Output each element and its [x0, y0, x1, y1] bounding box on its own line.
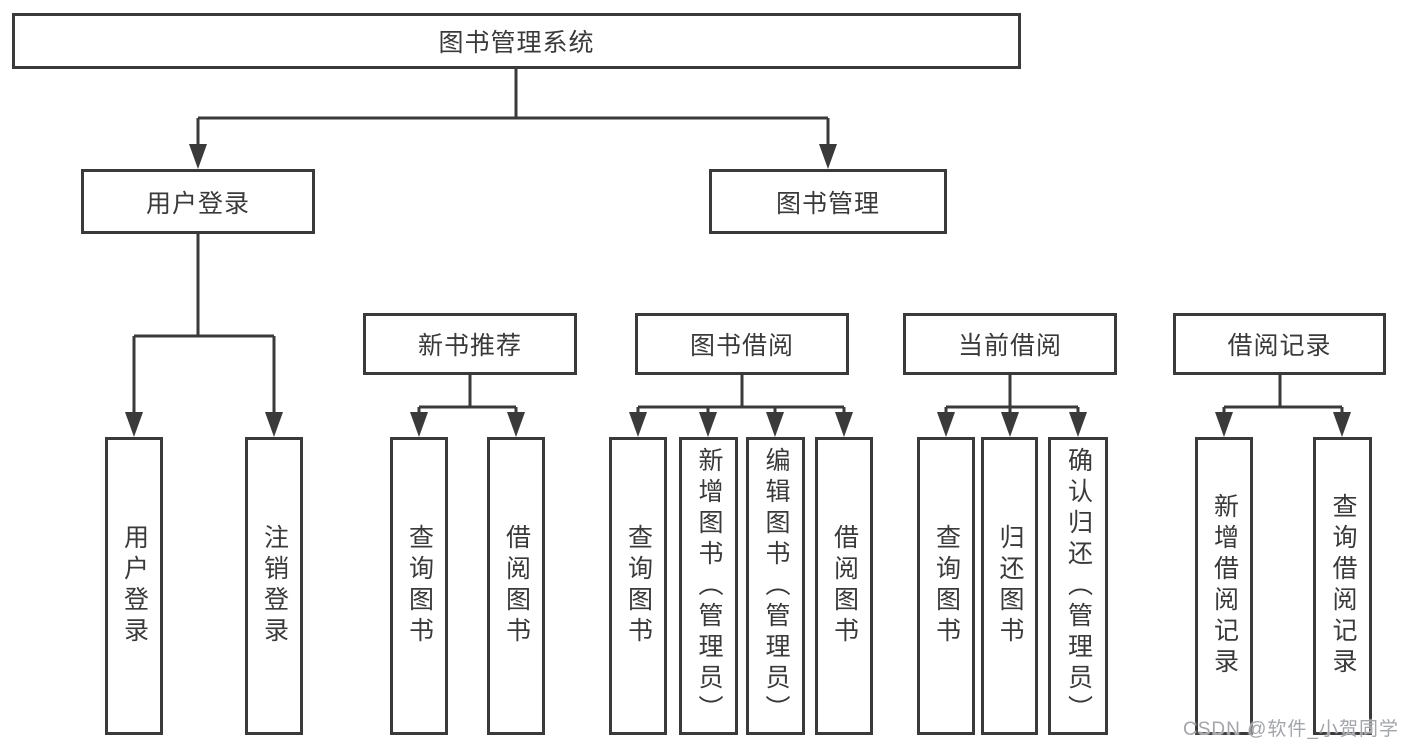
csdn-watermark: CSDN @软件_小贺同学	[1183, 719, 1399, 740]
node-label: 查询图书	[932, 524, 961, 648]
arrowheads	[125, 144, 1351, 437]
node-label: 查询借阅记录	[1329, 493, 1357, 679]
node-label: 当前借阅	[957, 332, 1062, 360]
leaf-borrow-books-recommend: 借阅图书	[487, 437, 545, 735]
node-label: 新增借阅记录	[1210, 493, 1239, 679]
node-current-borrowing: 当前借阅	[903, 313, 1117, 375]
node-label: 新书推荐	[417, 332, 522, 360]
leaf-query-borrow-record: 查询借阅记录	[1313, 437, 1372, 735]
leaf-confirm-return-admin: 确认归还（管理员）	[1048, 437, 1108, 735]
node-label: 用户登录	[145, 189, 250, 218]
node-book-borrowing: 图书借阅	[635, 313, 849, 375]
node-book-management: 图书管理	[709, 169, 947, 234]
leaf-borrow-book: 借阅图书	[815, 437, 873, 735]
node-label: 确认归还（管理员）	[1064, 446, 1093, 726]
node-label: 查询图书	[624, 524, 653, 648]
leaf-add-book-admin: 新增图书（管理员）	[679, 437, 738, 735]
node-label: 借阅记录	[1227, 332, 1332, 360]
leaf-logout: 注销登录	[245, 437, 303, 735]
node-label: 图书管理	[775, 189, 880, 218]
node-new-book-recommend: 新书推荐	[363, 313, 577, 375]
leaf-query-books-current: 查询图书	[917, 437, 975, 735]
node-borrow-records: 借阅记录	[1173, 313, 1386, 375]
leaf-add-borrow-record: 新增借阅记录	[1195, 437, 1253, 735]
node-label: 新增图书（管理员）	[695, 446, 723, 726]
node-label: 查询图书	[405, 524, 434, 648]
node-label: 用户登录	[120, 524, 149, 648]
node-label: 编辑图书（管理员）	[762, 446, 790, 726]
leaf-query-books-borrow: 查询图书	[609, 437, 667, 735]
node-label: 图书管理系统	[438, 29, 595, 57]
leaf-query-books-recommend: 查询图书	[390, 437, 448, 735]
node-label: 图书借阅	[689, 332, 794, 360]
node-library-management-system: 图书管理系统	[12, 13, 1021, 69]
node-label: 借阅图书	[502, 524, 531, 648]
node-label: 归还图书	[996, 524, 1024, 648]
leaf-return-book: 归还图书	[981, 437, 1038, 735]
node-label: 借阅图书	[830, 524, 859, 648]
node-user-login: 用户登录	[81, 169, 315, 234]
leaf-user-login: 用户登录	[105, 437, 163, 735]
leaf-edit-book-admin: 编辑图书（管理员）	[746, 437, 805, 735]
node-label: 注销登录	[260, 524, 289, 648]
